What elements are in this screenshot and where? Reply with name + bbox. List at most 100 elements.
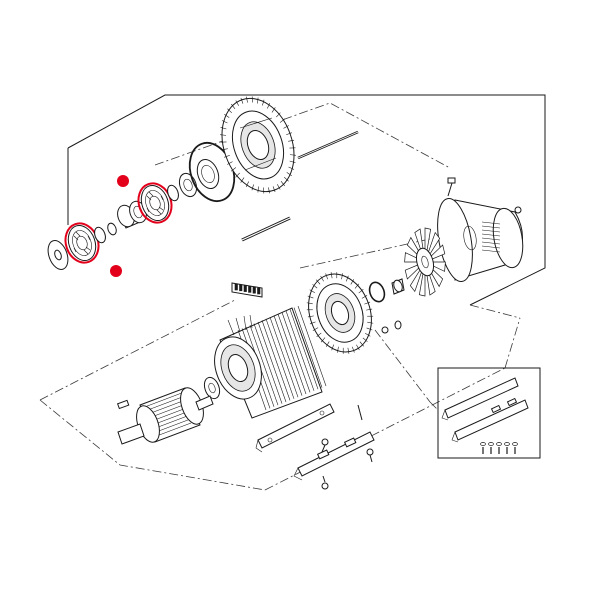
tie-rod-upper	[297, 130, 359, 160]
fin-line	[347, 347, 350, 354]
fin-line	[220, 134, 227, 136]
grille-slot	[481, 221, 501, 225]
fin-line	[277, 184, 281, 190]
upper-end-shield	[220, 96, 296, 194]
fin-line	[307, 315, 314, 318]
fin-line	[257, 97, 259, 104]
washer	[496, 442, 502, 446]
grille-slot	[481, 249, 501, 253]
stator-fin	[257, 321, 287, 403]
fin-line	[367, 321, 374, 324]
terminal-pin	[234, 283, 238, 291]
spacer-rings-front	[94, 222, 117, 244]
stator-fin	[277, 313, 307, 395]
fin-line	[325, 341, 330, 347]
fin-line	[288, 139, 295, 142]
fin-line	[359, 341, 365, 347]
fin-line	[345, 275, 349, 282]
shaft-key	[241, 216, 291, 242]
grille-slot	[481, 233, 501, 237]
fin-line	[325, 273, 328, 280]
fin-line	[283, 125, 289, 129]
fin-line	[352, 346, 355, 353]
mounting-rail-left	[255, 403, 335, 453]
grille-slot	[481, 241, 501, 245]
fin-line	[286, 132, 292, 136]
terminal-pin	[252, 286, 256, 294]
fin-line	[312, 284, 318, 289]
terminal-block	[231, 282, 263, 298]
fin-line	[284, 176, 289, 182]
fin-line	[235, 172, 240, 178]
fin-line	[221, 148, 228, 151]
terminal-pin	[239, 284, 243, 292]
stator-fin	[265, 318, 295, 399]
fin-line	[257, 186, 259, 193]
fin-line	[364, 301, 371, 305]
fin-line	[364, 332, 371, 337]
fin-line	[309, 289, 316, 294]
stator-fin	[269, 317, 299, 398]
inset-rail-kit	[429, 367, 541, 459]
terminal-pin	[243, 285, 247, 292]
fin-line	[289, 154, 296, 156]
terminal-pin	[248, 286, 252, 293]
fin-line	[288, 166, 295, 170]
washer	[488, 442, 494, 446]
fin-line	[240, 177, 245, 183]
stator-housing	[214, 305, 327, 419]
fin-line	[337, 346, 339, 353]
fin-line	[307, 295, 314, 299]
fin-line	[267, 102, 271, 109]
fin-line	[289, 160, 296, 163]
fin-line	[271, 107, 276, 113]
fin-line	[362, 337, 368, 342]
washer	[480, 442, 486, 446]
fin-line	[240, 97, 244, 104]
lower-end-shield	[306, 272, 374, 354]
fin-line	[224, 154, 230, 158]
fin-line	[272, 186, 276, 193]
fin-line	[224, 113, 230, 118]
fan-rings	[368, 278, 405, 303]
fin-line	[230, 167, 237, 172]
fin-line	[245, 181, 249, 188]
cooling-fan	[404, 227, 446, 297]
fin-line	[341, 273, 343, 280]
front-washer	[47, 240, 69, 270]
stator-fin	[273, 315, 303, 396]
fin-line	[330, 272, 333, 279]
stator-fin	[261, 320, 291, 401]
fan-cover	[437, 198, 524, 282]
fin-line	[251, 184, 254, 191]
fin-line	[231, 103, 236, 110]
stator-fin	[289, 309, 319, 390]
grille-slot	[481, 229, 501, 233]
shaft-seal	[203, 376, 221, 400]
fin-line	[309, 321, 316, 325]
fin-line	[350, 279, 355, 285]
rotor-bar	[141, 390, 188, 409]
small-screws-mid	[381, 320, 402, 334]
grille-slot	[481, 237, 501, 241]
fin-line	[358, 288, 364, 294]
fin-line	[227, 108, 232, 114]
fin-line	[366, 327, 373, 331]
stator-fin	[253, 323, 283, 404]
grille-slot	[481, 225, 501, 229]
fin-line	[361, 295, 368, 299]
fin-line	[221, 120, 228, 124]
fin-line	[227, 161, 233, 165]
fin-line	[279, 118, 286, 123]
fin-line	[235, 100, 239, 106]
fin-line	[320, 337, 326, 343]
fin-line	[246, 96, 248, 103]
fin-line	[366, 308, 373, 311]
washer	[504, 442, 510, 446]
stator-fin	[293, 307, 323, 388]
fin-line	[306, 302, 313, 305]
stator-fin	[249, 325, 279, 406]
marker-dot	[117, 175, 129, 187]
screw-top	[447, 177, 456, 197]
